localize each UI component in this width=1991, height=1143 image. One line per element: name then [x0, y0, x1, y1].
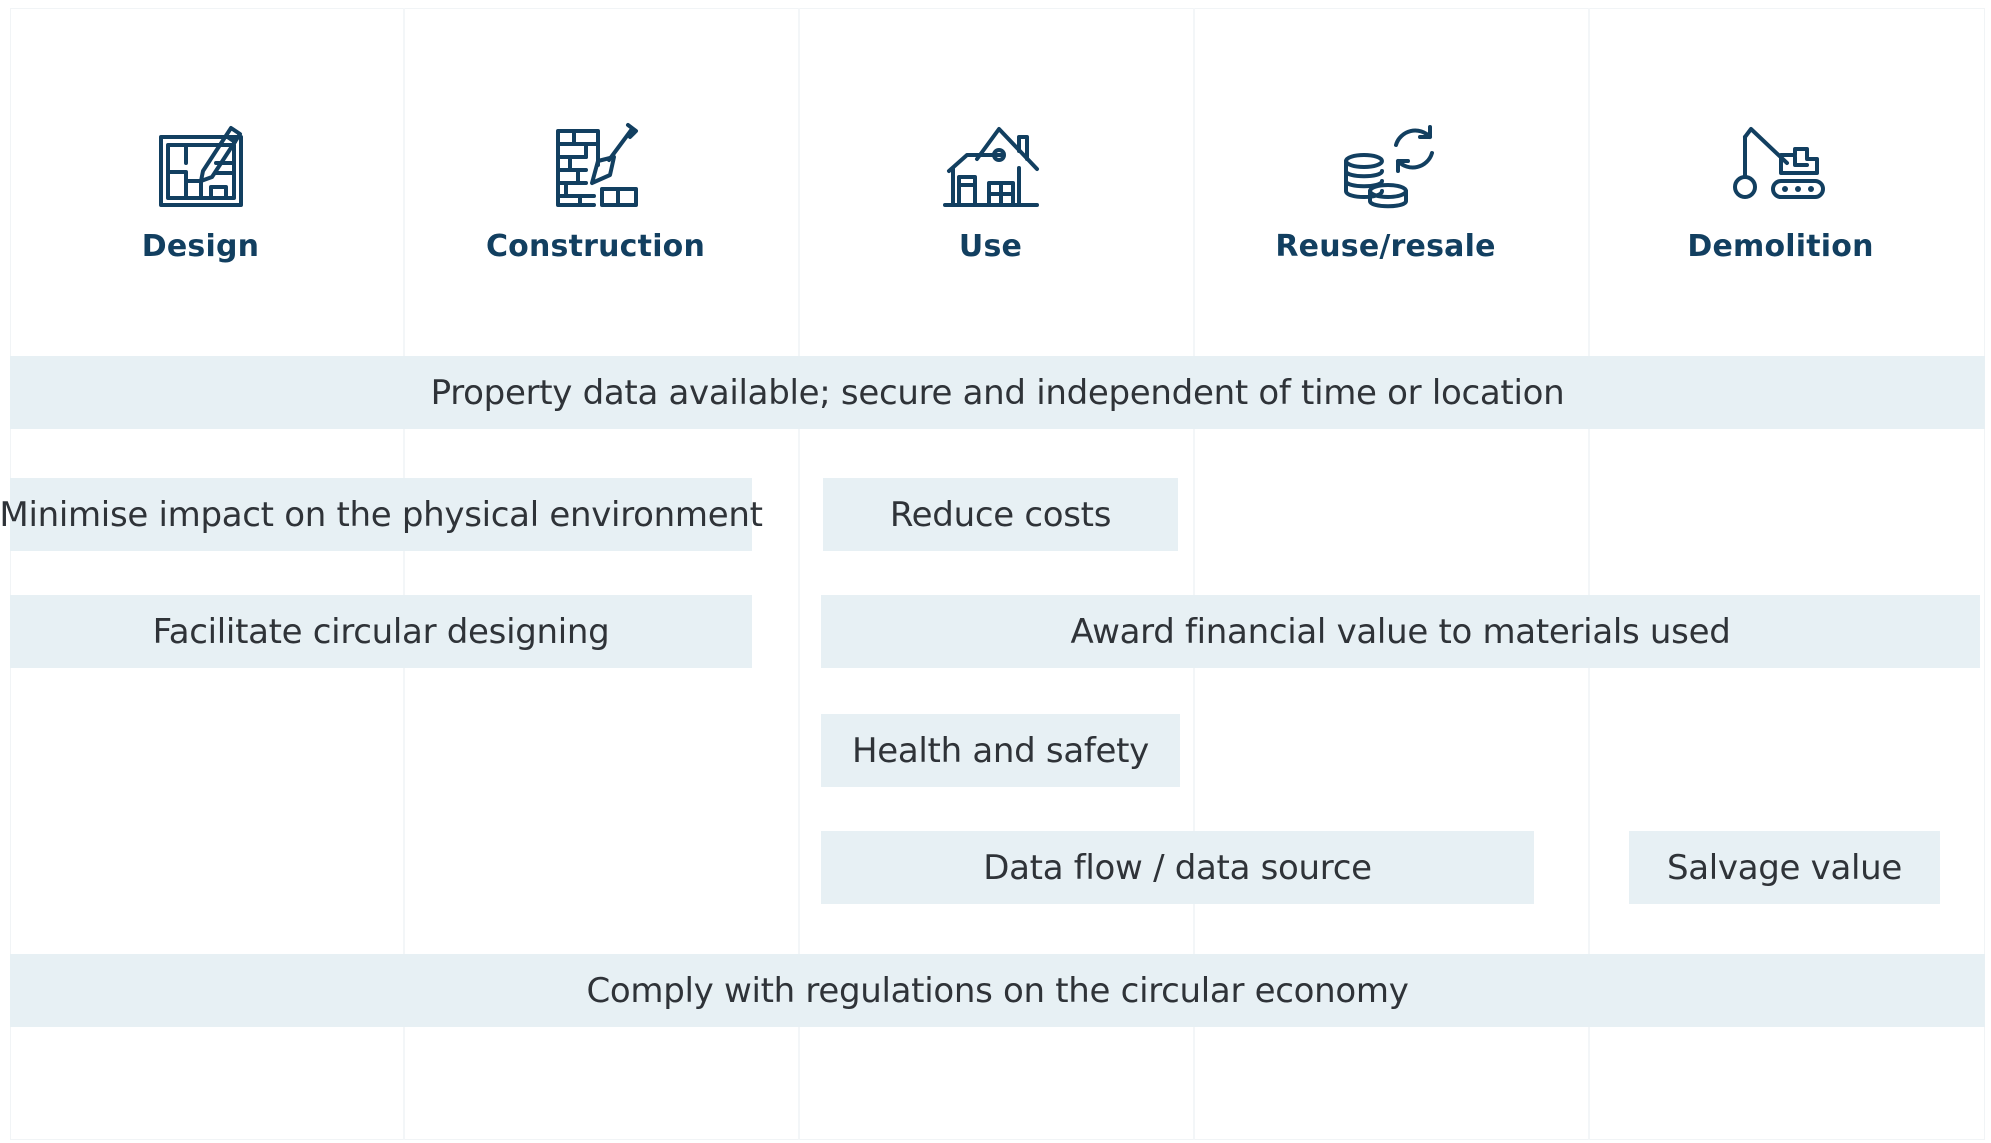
bar-data-flow: Data flow / data source: [821, 831, 1534, 904]
bar-comply-regulations: Comply with regulations on the circular …: [10, 954, 1985, 1027]
stage-label: Reuse/resale: [1275, 229, 1496, 264]
stage-label: Construction: [485, 229, 706, 264]
bar-health-safety: Health and safety: [821, 714, 1180, 787]
stage-label: Demolition: [1687, 229, 1874, 264]
stage-label: Use: [958, 229, 1023, 264]
stage-demolition: Demolition: [1583, 115, 1978, 264]
wrecking-crane-icon: [1732, 127, 1825, 199]
stage-reuse-resale: Reuse/resale: [1188, 115, 1583, 264]
column-divider: [403, 8, 405, 1140]
column-divider: [798, 8, 800, 1140]
brick-wall-trowel-icon: [555, 123, 638, 207]
bar-salvage-value: Salvage value: [1629, 831, 1940, 904]
column-divider: [1193, 8, 1195, 1140]
bar-circular-designing: Facilitate circular designing: [10, 595, 752, 668]
house-icon: [942, 127, 1039, 207]
stage-construction: Construction: [398, 115, 793, 264]
diagram-frame: [10, 8, 1985, 1140]
bar-reduce-costs: Reduce costs: [823, 478, 1178, 551]
bar-financial-value: Award financial value to materials used: [821, 595, 1980, 668]
stage-use: Use: [793, 115, 1188, 264]
blueprint-pencil-icon: [158, 126, 243, 207]
coins-recycle-icon: [1343, 125, 1434, 209]
stage-label: Design: [141, 229, 260, 264]
bar-property-data: Property data available; secure and inde…: [10, 356, 1985, 429]
stage-design: Design: [3, 115, 398, 264]
column-divider: [1588, 8, 1590, 1140]
bar-minimise-impact: Minimise impact on the physical environm…: [0, 478, 763, 551]
